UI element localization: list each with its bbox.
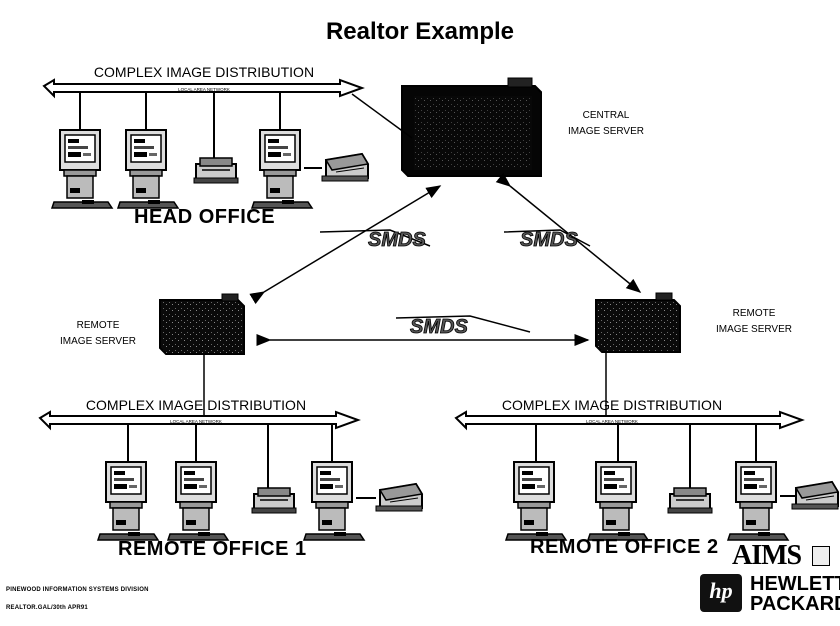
printer-icon	[251, 487, 297, 514]
workstation-icon	[303, 461, 365, 541]
ro2-bus-label: COMPLEX IMAGE DISTRIBUTION	[502, 397, 722, 413]
printer-icon	[667, 487, 713, 514]
remote-server-right-line2: IMAGE SERVER	[716, 324, 792, 335]
hq-uplink	[351, 93, 413, 139]
workstation-icon	[505, 461, 567, 541]
hp-line2: PACKARD	[750, 593, 840, 615]
smds-link-label: SMDS	[520, 229, 578, 251]
hq-bus-label: COMPLEX IMAGE DISTRIBUTION	[94, 64, 314, 80]
wan-links	[249, 172, 642, 346]
remote-server-left-line1: REMOTE	[76, 320, 120, 331]
head-office-title: HEAD OFFICE	[134, 206, 276, 228]
lightning-link-icon	[319, 229, 591, 333]
footer-division: PINEWOOD INFORMATION SYSTEMS DIVISION	[6, 587, 149, 593]
aims-badge-icon	[812, 546, 830, 566]
ro2-bus-sublabel: LOCAL AREA NETWORK	[586, 419, 638, 424]
smds-link-label: SMDS	[410, 316, 468, 338]
ro1-bus-label: COMPLEX IMAGE DISTRIBUTION	[86, 397, 306, 413]
central-server-line2: IMAGE SERVER	[568, 126, 644, 137]
workstation-icon	[587, 461, 649, 541]
central-image-server	[401, 77, 542, 177]
central-server-line1: CENTRAL	[582, 110, 630, 121]
remote-server-left-label: REMOTE IMAGE SERVER	[48, 318, 148, 350]
scanner-icon	[375, 483, 423, 512]
head-office-lan	[42, 78, 369, 209]
hq-bus-sublabel: LOCAL AREA NETWORK	[178, 87, 230, 92]
printer-icon	[193, 157, 239, 184]
remote-office-2-lan	[454, 410, 839, 541]
remote-server-left-line2: IMAGE SERVER	[60, 336, 136, 347]
workstation-icon	[117, 129, 179, 209]
ro1-bus-sublabel: LOCAL AREA NETWORK	[170, 419, 222, 424]
workstation-icon	[251, 129, 313, 209]
workstation-icon	[727, 461, 789, 541]
scanner-icon	[791, 481, 839, 510]
hp-mark: hp	[709, 578, 733, 603]
scanner-icon	[321, 153, 369, 182]
remote-image-server-right	[595, 292, 681, 353]
remote-office-1-lan	[38, 410, 423, 541]
remote-office-1-title: REMOTE OFFICE 1	[118, 538, 307, 560]
remote-office-2-title: REMOTE OFFICE 2	[530, 536, 719, 558]
workstation-icon	[51, 129, 113, 209]
page-title: Realtor Example	[325, 18, 515, 45]
remote-server-right-line1: REMOTE	[732, 308, 776, 319]
smds-link-label: SMDS	[368, 229, 426, 251]
remote-image-server-left	[159, 293, 245, 355]
workstation-icon	[167, 461, 229, 541]
central-server-label: CENTRAL IMAGE SERVER	[556, 108, 656, 140]
footer-reference: REALTOR.GAL/30th APR91	[6, 605, 88, 611]
hp-line1: HEWLETT	[750, 573, 840, 595]
remote-server-right-label: REMOTE IMAGE SERVER	[704, 306, 804, 338]
aims-logo: AIMS	[732, 540, 802, 571]
hp-logo-icon: hp	[700, 574, 742, 612]
workstation-icon	[97, 461, 159, 541]
